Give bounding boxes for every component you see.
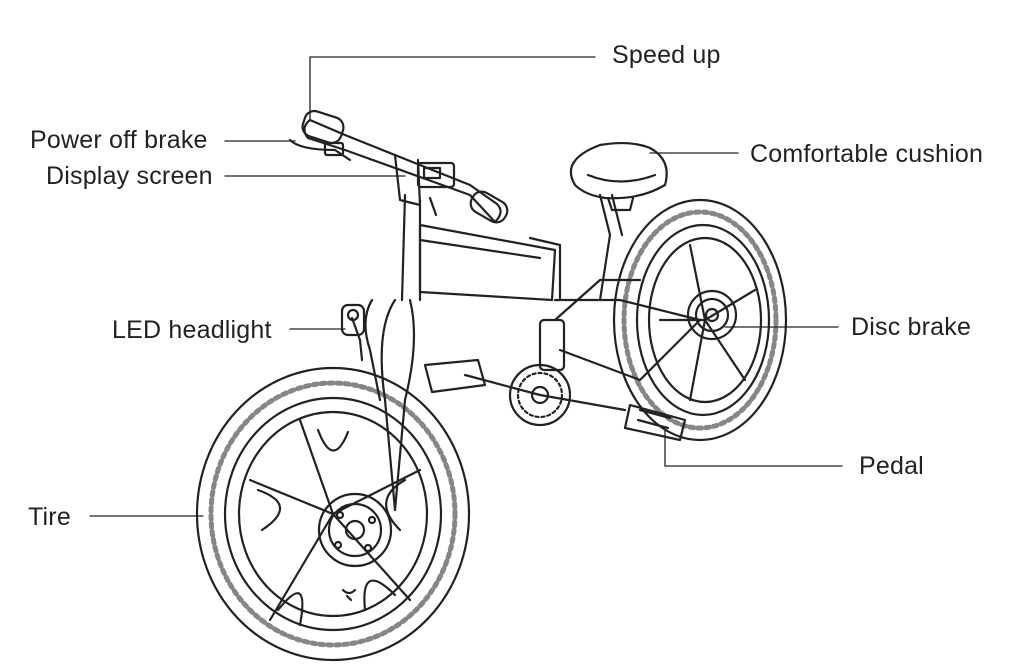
leader-speed-up (309, 56, 596, 121)
front-disc-rotor (317, 492, 393, 568)
rear-disc-rotor (686, 289, 738, 341)
seat (569, 141, 668, 212)
label-display-screen: Display screen (46, 162, 213, 190)
bike-frame (350, 193, 702, 512)
handlebar (288, 109, 509, 224)
label-tire: Tire (28, 503, 71, 531)
label-comfortable-cushion: Comfortable cushion (750, 140, 984, 168)
label-led-headlight: LED headlight (112, 316, 272, 344)
pedals (423, 358, 687, 442)
label-speed-up: Speed up (612, 41, 721, 69)
rear-wheel (612, 198, 788, 442)
label-power-off-brake: Power off brake (30, 126, 208, 154)
leader-pedal (664, 429, 843, 467)
label-pedal: Pedal (859, 452, 924, 480)
callout-lines (89, 56, 843, 517)
led-headlight (340, 303, 366, 337)
label-disc-brake: Disc brake (851, 313, 972, 341)
front-wheel (195, 366, 471, 662)
